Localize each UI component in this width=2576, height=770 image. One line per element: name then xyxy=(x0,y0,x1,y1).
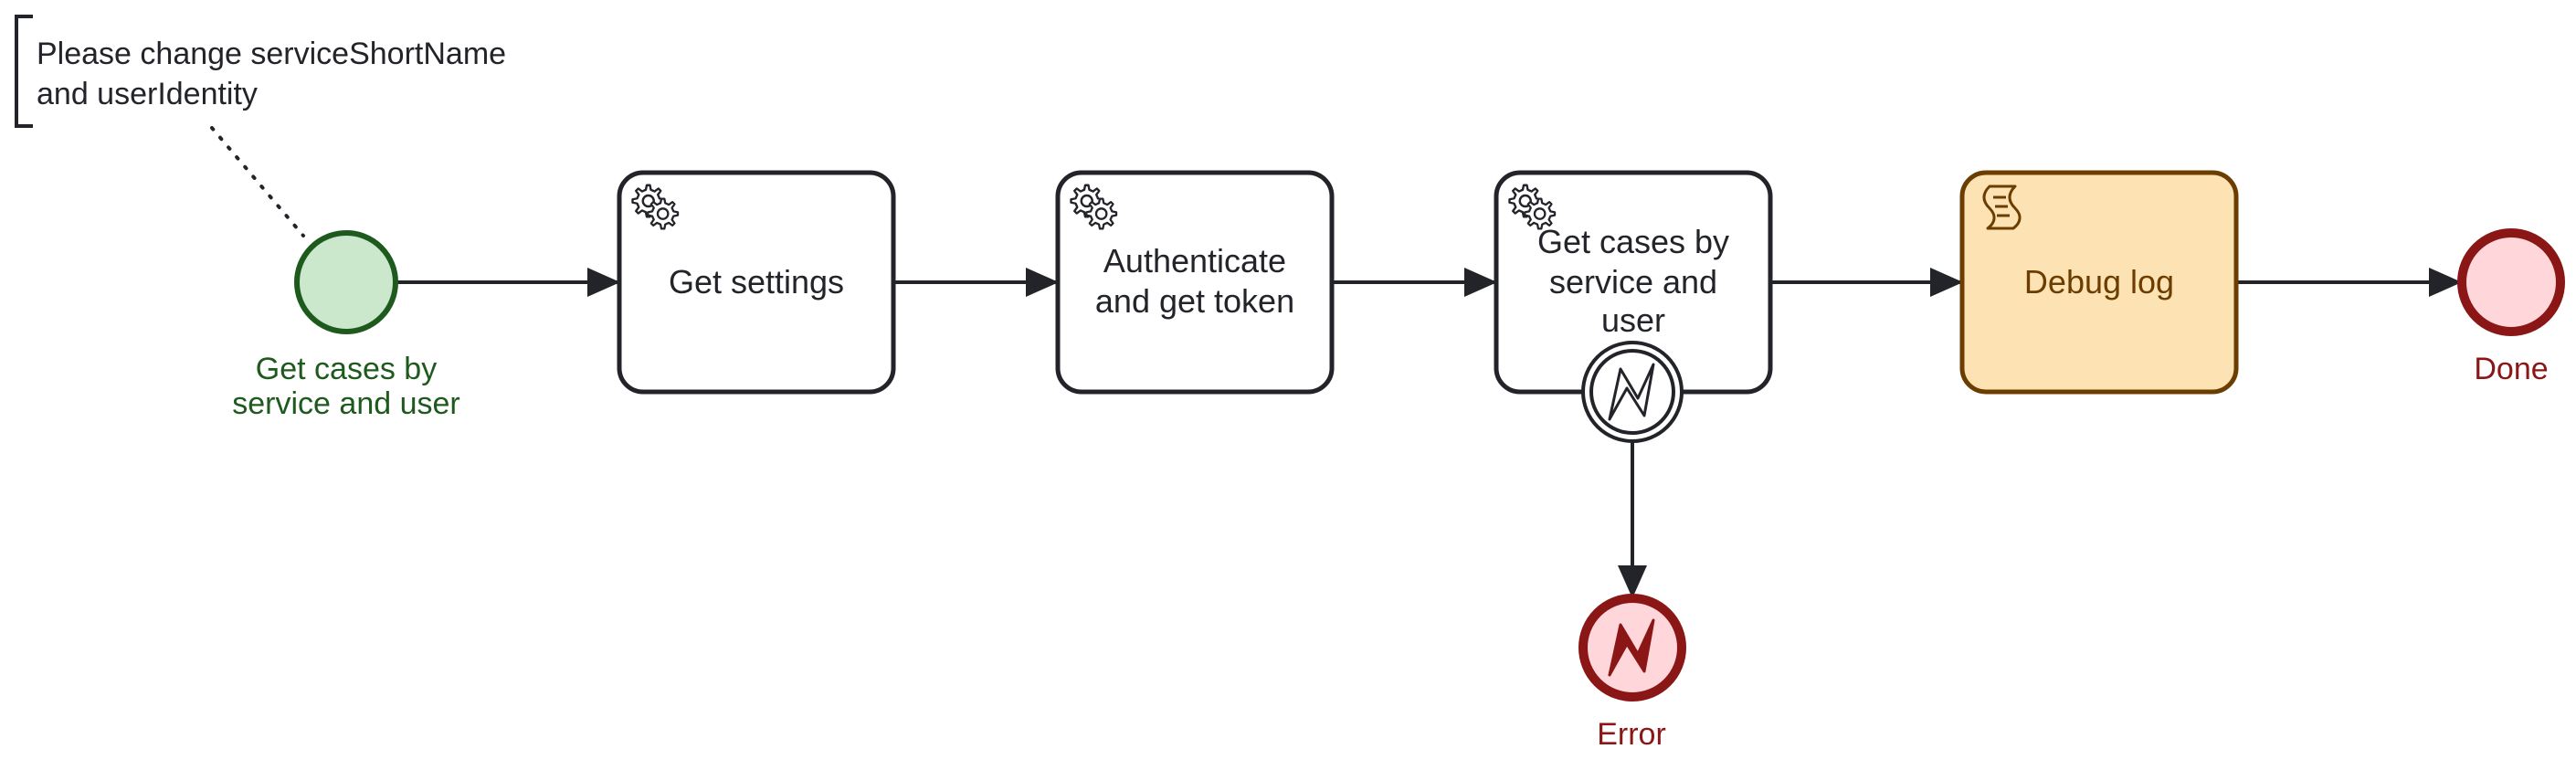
task-authenticate-box[interactable] xyxy=(1055,170,1335,395)
annotation-bracket xyxy=(15,15,33,128)
lightning-icon xyxy=(1608,363,1655,421)
task-get-cases-label-line-3: user xyxy=(1601,301,1665,339)
end-event-circle[interactable] xyxy=(2457,228,2565,336)
annotation-text-line-2: and userIdentity xyxy=(37,77,258,111)
task-authenticate-label-line-1: Authenticate xyxy=(1103,242,1286,280)
boundary-error-event[interactable] xyxy=(1581,341,1684,443)
error-end-event-label: Error xyxy=(1597,717,1666,752)
text-annotation[interactable]: Please change serviceShortName and userI… xyxy=(15,15,506,128)
error-end-event[interactable]: Error xyxy=(1578,594,1686,752)
task-get-cases-label-line-1: Get cases by xyxy=(1537,223,1729,260)
script-icon xyxy=(1982,185,2022,230)
task-authenticate[interactable]: Authenticate and get token xyxy=(1055,170,1335,395)
task-get-settings[interactable]: Get settings xyxy=(617,170,896,395)
end-event-label: Done xyxy=(2474,352,2548,386)
annotation-text-line-1: Please change serviceShortName xyxy=(37,37,506,71)
start-event-label-line-2: service and user xyxy=(232,386,459,421)
start-event[interactable]: Get cases by service and user xyxy=(232,230,460,421)
task-debug-log[interactable]: Debug log xyxy=(1959,170,2239,395)
gear-icon xyxy=(1085,197,1118,230)
start-event-circle[interactable] xyxy=(294,230,398,334)
sequence-flows xyxy=(396,268,2462,598)
start-event-label-line-1: Get cases by xyxy=(256,352,437,386)
gear-icon xyxy=(647,197,680,230)
task-debug-log-box[interactable] xyxy=(1959,170,2239,395)
task-get-settings-box[interactable] xyxy=(617,170,896,395)
end-event-done[interactable]: Done xyxy=(2457,228,2565,386)
task-get-cases-label-line-2: service and xyxy=(1549,263,1717,301)
task-authenticate-label-line-2: and get token xyxy=(1095,282,1294,320)
task-debug-log-label: Debug log xyxy=(2024,263,2174,301)
task-get-cases[interactable]: Get cases by service and user xyxy=(1494,170,1773,395)
task-get-settings-label-line-1: Get settings xyxy=(669,263,844,301)
annotation-association xyxy=(210,126,305,237)
error-lightning-icon xyxy=(1608,618,1655,677)
